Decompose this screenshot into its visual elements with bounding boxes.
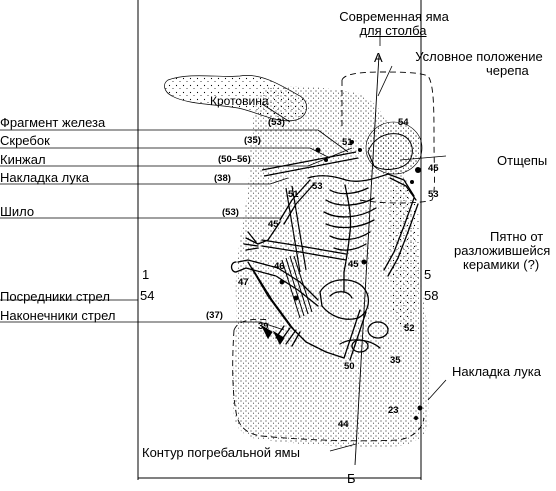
ceramic-label-2: разложившейся	[454, 243, 551, 258]
num-45b: 45	[268, 219, 279, 230]
num-54-skull: 54	[398, 117, 409, 128]
arrow-group	[260, 255, 313, 345]
num-53b: (53)	[222, 207, 239, 218]
arrowheads-label: Наконечники стрел	[0, 308, 116, 323]
num-35: (35)	[244, 135, 261, 146]
left-marker-54: 54	[140, 288, 155, 303]
num-53c: 53	[428, 189, 439, 200]
for-pole-label: для столба	[359, 23, 427, 38]
num-39: 39	[258, 321, 269, 332]
bow-plates	[261, 151, 359, 273]
iron-fragment-label: Фрагмент железа	[0, 115, 106, 130]
num-53d: 53	[312, 181, 323, 192]
skull-position-label-1: Условное положение	[415, 49, 543, 64]
num-37: (37)	[206, 310, 223, 321]
num-51b: 51	[288, 189, 299, 200]
flakes-label: Отщепы	[497, 153, 548, 168]
bow-plate-label: Накладка лука	[0, 170, 89, 185]
left-marker-1: 1	[142, 267, 150, 282]
skeleton	[230, 173, 419, 361]
num-38: (38)	[214, 173, 231, 184]
num-50-56: (50–56)	[218, 154, 251, 165]
right-marker-5: 5	[424, 267, 432, 282]
ceramic-label-1: Пятно от	[490, 229, 544, 244]
num-45c: 45	[348, 259, 359, 270]
right-marker-58: 58	[424, 288, 439, 303]
pit-contour-label: Контур погребальной ямы	[142, 445, 300, 460]
num-53a: (53)	[268, 117, 285, 128]
dagger-label: Кинжал	[0, 152, 46, 167]
modern-pit-dashed	[341, 71, 435, 204]
pit-contour-left	[233, 318, 271, 331]
num-45a: 45	[428, 163, 439, 174]
num-23: 23	[388, 405, 399, 416]
arrow-shafts-label: Посредники стрел	[0, 289, 110, 304]
num-50b: 50	[344, 361, 355, 372]
num-46: 46	[274, 261, 285, 272]
leader-lines	[0, 32, 447, 452]
letter-b-label: Б	[347, 471, 356, 486]
num-51a: 51	[342, 137, 353, 148]
num-47: 47	[238, 277, 249, 288]
awl-label: Шило	[0, 204, 35, 219]
num-35b: 35	[390, 355, 401, 366]
artefacts	[279, 140, 423, 420]
modern-pit-label: Современная яма	[339, 9, 449, 24]
skull-fragments	[367, 133, 413, 170]
num-52: 52	[404, 323, 415, 334]
skull-position	[365, 121, 423, 175]
letter-a-label: А	[374, 50, 383, 65]
scraper-label: Скребок	[0, 133, 50, 148]
skull-position-label-2: черепа	[486, 63, 529, 78]
bow-plate-label-2: Накладка лука	[452, 364, 541, 379]
pit-contour-dashed	[232, 329, 425, 442]
burrow-label: Кротовина	[210, 94, 269, 108]
num-44: 44	[338, 419, 349, 430]
ceramic-label-3: керамики (?)	[463, 257, 540, 272]
